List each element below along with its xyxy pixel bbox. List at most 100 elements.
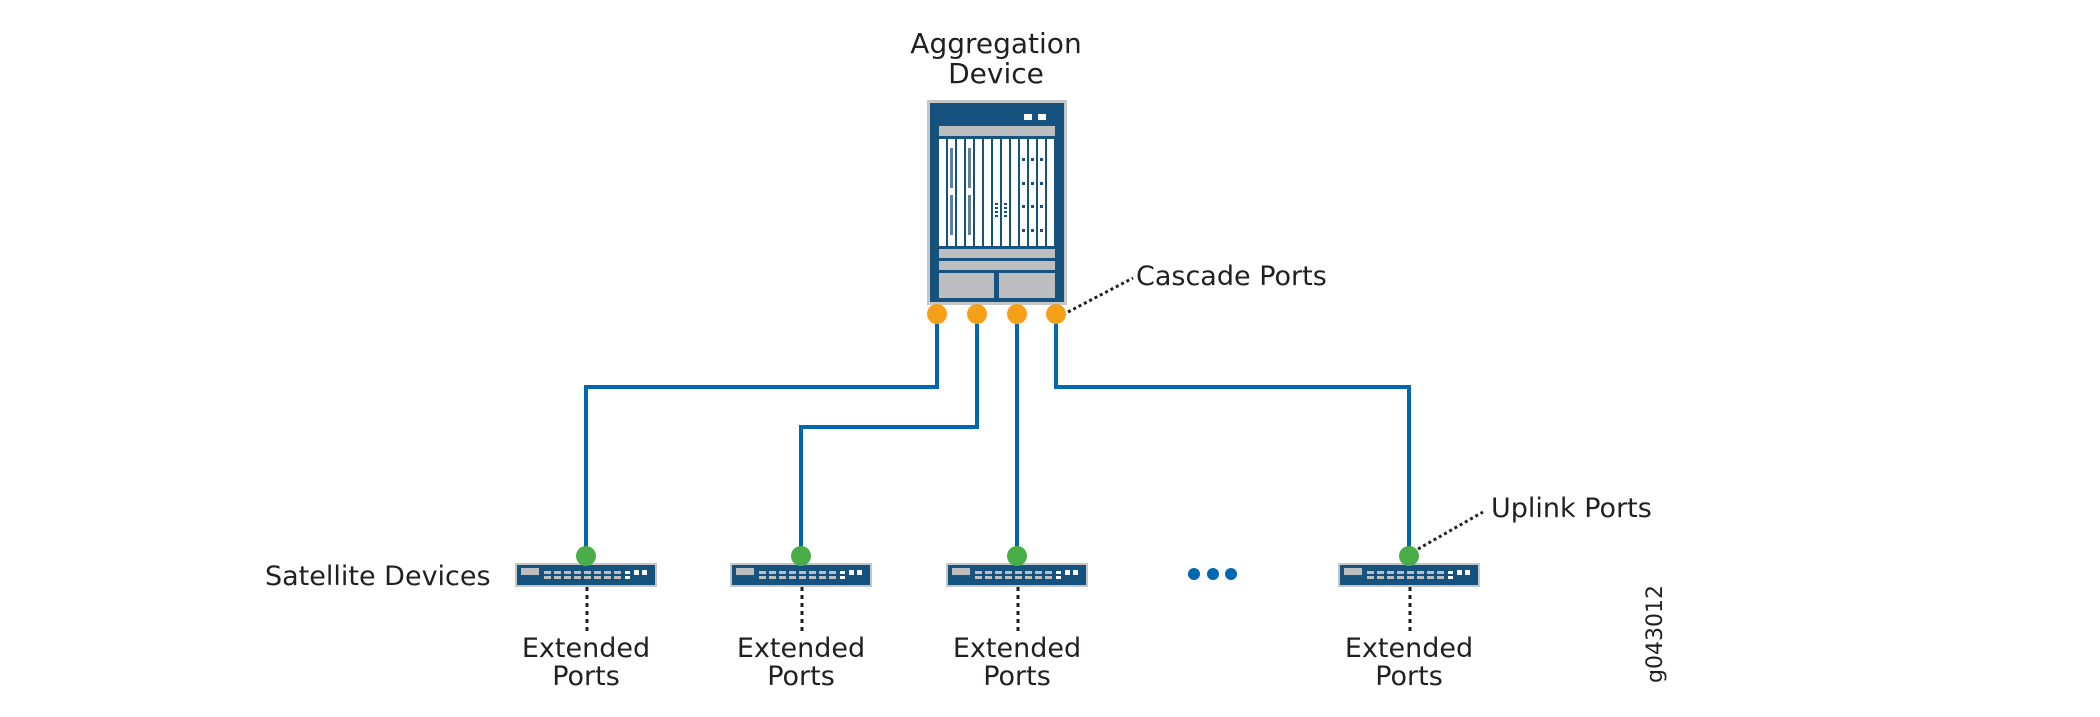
satellite-port — [584, 576, 591, 579]
satellite-port — [840, 571, 845, 574]
ellipsis-dot — [1207, 568, 1219, 580]
uplink-ports-leader-line — [1417, 510, 1484, 551]
cascade-ports-group — [927, 304, 1066, 324]
satellite-port — [1417, 571, 1424, 574]
slot-detail — [1022, 158, 1025, 161]
line-card-slot — [1002, 139, 1009, 246]
slot-detail — [995, 211, 998, 213]
links-group — [584, 314, 1411, 556]
satellite-port — [809, 571, 816, 574]
satellite-switch-icon — [1340, 565, 1478, 585]
satellite-port — [584, 571, 591, 574]
extended-ports-label-line1: Extended — [522, 633, 650, 664]
uplink-port-icon — [576, 546, 596, 566]
satellite-uplink-module — [1065, 570, 1070, 575]
satellite-port — [995, 571, 1002, 574]
satellite-port — [809, 576, 816, 579]
satellite-port — [1056, 571, 1061, 574]
slot-detail — [1022, 229, 1025, 232]
satellite-port — [975, 571, 982, 574]
figure-id-label: g043012 — [1643, 585, 1668, 683]
satellite-mgmt-port — [521, 568, 539, 575]
satellite-uplink-module — [1465, 570, 1470, 575]
cascade-ports-leader-line — [1067, 276, 1134, 314]
slot-detail — [1031, 182, 1034, 185]
satellite-port — [1005, 571, 1012, 574]
satellite-port — [1377, 576, 1384, 579]
satellite-port — [789, 571, 796, 574]
line-card-slot — [1011, 139, 1018, 246]
satellite-port — [829, 571, 836, 574]
satellite-port — [840, 576, 845, 579]
satellite-port — [1427, 576, 1434, 579]
slot-detail — [1004, 215, 1007, 217]
slot-detail — [1022, 182, 1025, 185]
satellite-port — [1035, 576, 1042, 579]
satellite-port — [574, 571, 581, 574]
satellite-devices-group: ExtendedPortsExtendedPortsExtendedPortsE… — [515, 546, 1480, 692]
satellite-port — [1427, 571, 1434, 574]
slot-detail — [1040, 158, 1043, 161]
satellite-port — [985, 576, 992, 579]
satellite-port — [1407, 571, 1414, 574]
satellite-port — [1437, 576, 1444, 579]
slot-detail — [1040, 205, 1043, 208]
slot-detail — [968, 148, 971, 188]
slot-detail — [1031, 158, 1034, 161]
slot-detail — [950, 148, 953, 188]
satellite-port — [829, 576, 836, 579]
satellite-mgmt-port — [1344, 568, 1362, 575]
slot-detail — [1004, 207, 1007, 209]
line-card-slot — [1038, 139, 1045, 246]
satellite-port — [789, 576, 796, 579]
line-card-slot — [993, 139, 1000, 246]
satellite-uplink-module — [1073, 570, 1078, 575]
satellite-port — [625, 576, 630, 579]
aggregation-device-label-line2: Device — [948, 57, 1044, 90]
satellite-port — [1045, 576, 1052, 579]
slot-detail — [995, 215, 998, 217]
ellipsis-dot — [1225, 568, 1237, 580]
chassis-led — [1038, 114, 1046, 120]
satellite-port — [1387, 571, 1394, 574]
satellite-uplink-module — [857, 570, 862, 575]
cascade-port-icon — [1007, 304, 1027, 324]
satellite-port — [1025, 571, 1032, 574]
link-cascade4-satellite4 — [1054, 314, 1411, 556]
line-card-slot — [975, 139, 982, 246]
slot-detail — [1031, 205, 1034, 208]
slot-detail — [950, 195, 953, 235]
satellite-port — [1045, 571, 1052, 574]
satellite-port — [799, 576, 806, 579]
satellite-port — [614, 576, 621, 579]
satellite-port — [819, 576, 826, 579]
line-card-slot — [1020, 139, 1027, 246]
satellite-port — [819, 571, 826, 574]
satellite-port — [759, 576, 766, 579]
uplink-port-icon — [791, 546, 811, 566]
line-card-slot — [948, 139, 955, 246]
cascade-ports-label: Cascade Ports — [1136, 261, 1327, 292]
line-card-slot — [957, 139, 964, 246]
satellite-port — [1377, 571, 1384, 574]
satellite-port — [769, 576, 776, 579]
satellite-port — [1056, 576, 1061, 579]
satellite-port — [769, 571, 776, 574]
satellite-switch-icon — [517, 565, 655, 585]
uplink-port-icon — [1399, 546, 1419, 566]
slot-detail — [968, 195, 971, 235]
satellite-port — [604, 571, 611, 574]
extended-ports-label-line2: Ports — [983, 661, 1051, 692]
satellite-port — [1397, 576, 1404, 579]
satellite-devices-label: Satellite Devices — [265, 561, 491, 592]
slot-detail — [1004, 203, 1007, 205]
chassis-power-supply — [999, 273, 1055, 298]
slot-detail — [995, 203, 998, 205]
line-card-slot — [1047, 139, 1054, 246]
cascade-port-icon — [1046, 304, 1066, 324]
satellite-port — [995, 576, 1002, 579]
